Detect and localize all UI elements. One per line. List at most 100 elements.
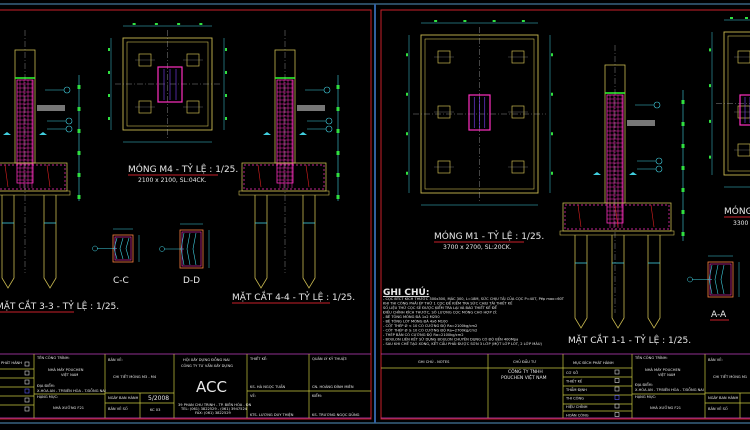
issue-checkbox[interactable] [614,403,620,409]
right-title-block [381,353,750,419]
item-caption: HẠNG MỤC: [635,395,656,399]
rebar-detail [92,228,140,263]
drawing-title: CHI TIẾT MÓNG M3 - M4 [113,373,157,379]
issue-purpose-header: MỤC ĐÍCH PHÁT HÀNH [573,360,614,365]
firm-line-2: CÔNG TY TƯ VẤN XÂY DỰNG [181,363,233,368]
issue-checkbox[interactable] [24,370,30,376]
foundation-section [0,30,81,289]
issue-checkbox[interactable] [24,397,30,403]
issue-checkbox[interactable] [24,379,30,385]
detail-tie [186,232,191,266]
dimension-text [551,92,553,96]
dimension-text [336,151,340,155]
detail-aa-label: A-A [711,310,727,320]
dimension-text [77,173,81,177]
sheet-caption: BẢN VẼ SỐ [708,406,728,411]
issue-checkbox[interactable] [24,406,30,412]
pile [43,195,57,289]
dimension-text [154,23,158,25]
callout-bubble [687,276,693,283]
left-title-block [0,353,371,419]
issue-checkbox[interactable] [614,395,620,400]
issue-checkbox[interactable] [24,361,30,367]
dimension-text [225,117,227,120]
issue-checkbox[interactable] [614,412,620,417]
note-line: KHI THI CÔNG PHẢI ÉP THỬ 1 CỌC ĐỂ KIỂM T… [383,300,513,306]
pile [647,235,661,329]
dimension-text [521,20,525,22]
dimension-text [77,195,81,199]
owner-name-2: VIỆT NAM [61,372,78,377]
detail-tie [119,237,124,260]
dimension-text [77,85,81,89]
drafter: KTS. LƯƠNG DUY THIỆN [250,412,294,417]
drawing-title: CHI TIẾT MÓNG M1 [713,373,747,379]
plan-m1-size: 3700 x 2700, SL:20CK. [443,244,512,251]
designer: KS. HÀ NGỌC TUẤN [250,384,285,389]
firm-address-1: 39 PHAN CHU TRINH - TP. BIÊN HÒA - ĐN [178,402,252,407]
notes-title: GHI CHÚ: [383,286,429,298]
plan-m4-label: MÓNG M4 - TỶ LỆ : 1/25. [128,163,238,175]
issue-checkbox[interactable] [614,378,620,383]
issue-item-label: THI CÔNG [565,396,584,401]
manager: CN. HOÀNG ĐÌNH MIÊN [312,384,354,389]
dimension-text [336,107,340,111]
dimension-text [551,53,553,57]
section-marker-icon [263,132,271,135]
note-line: - BÊ TÔNG LÓT MÓNG ĐÁ 4x6 M100 [383,319,448,324]
notes-list: - CỌC BTCT KÍCH THƯỚC 300x300, MÁC 300, … [383,296,565,346]
firm-line-1: HỘI XÂY DỰNG ĐỒNG NAI [183,357,230,362]
dimension-text [681,188,685,192]
pile-anchor [614,204,619,228]
dimension-text [406,53,408,57]
dimension-text [492,20,496,22]
plan-m2-size: 3300 [733,220,748,227]
note-line: - CỌC BTCT KÍCH THƯỚC 300x300, MÁC 300, … [383,296,565,301]
pile-anchor [650,204,655,228]
detail-cc-label: C-C [113,276,129,286]
note-line: - BÊ TÔNG MÓNG ĐÁ 1x2 M250 [383,314,440,319]
pile-anchor [577,204,582,228]
dimension-text [336,85,340,89]
foundation-plan [406,20,553,206]
owner-name-2: VIỆT NAM [658,372,675,377]
sheet-caption: BẢN VẼ SỐ [108,406,128,411]
issue-checkbox[interactable] [614,369,620,375]
dimension-text [709,48,711,52]
dimension-text [336,173,340,177]
issue-checkbox[interactable] [614,386,620,392]
note-line: - BOULON LIÊN KẾT SỬ DỤNG BOULON CHUYÊN … [383,336,518,342]
issue-checkbox[interactable] [24,388,30,394]
detail-dd-label: D-D [183,276,200,286]
ground-hatch [627,120,655,126]
dimension-text [225,71,227,74]
pile [254,195,268,289]
dimension-text [681,122,685,126]
detail-tie [192,232,197,266]
dimension-text [406,171,408,175]
owner-name-1: NHÀ MÁY POUCHEN [645,367,681,372]
dimension-text [108,71,110,74]
dimension-text [336,129,340,133]
drawing-caption: BẢN VẼ: [108,357,123,362]
detail-tie [720,264,725,295]
ground-hatch [37,105,65,111]
drawing-caption: BẢN VẼ: [708,357,723,362]
dimension-text [709,119,711,123]
section-3-3-label: MẶT CẮT 3-3 - TỶ LỆ : 1/25. [0,299,119,312]
pile-anchor [46,164,51,188]
owner-caption: TÊN CÔNG TRÌNH: [36,355,70,360]
left-sheet-border [0,9,372,420]
plan-m1-label: MÓNG M1 - TỶ LỆ : 1/25. [434,230,544,242]
item: NHÀ XƯỞNG F21 [650,405,681,410]
item-caption: HẠNG MỤC: [37,395,58,399]
dimension-text [745,17,748,19]
column-section [157,66,183,103]
dimension-text [199,23,203,25]
dimension-text [108,117,110,120]
dimension-text [709,155,711,159]
client-name-2: POUCHEN VIỆT NAM [501,373,547,381]
foundation-section [238,30,340,289]
checker-caption: KIỂM: [312,393,322,398]
